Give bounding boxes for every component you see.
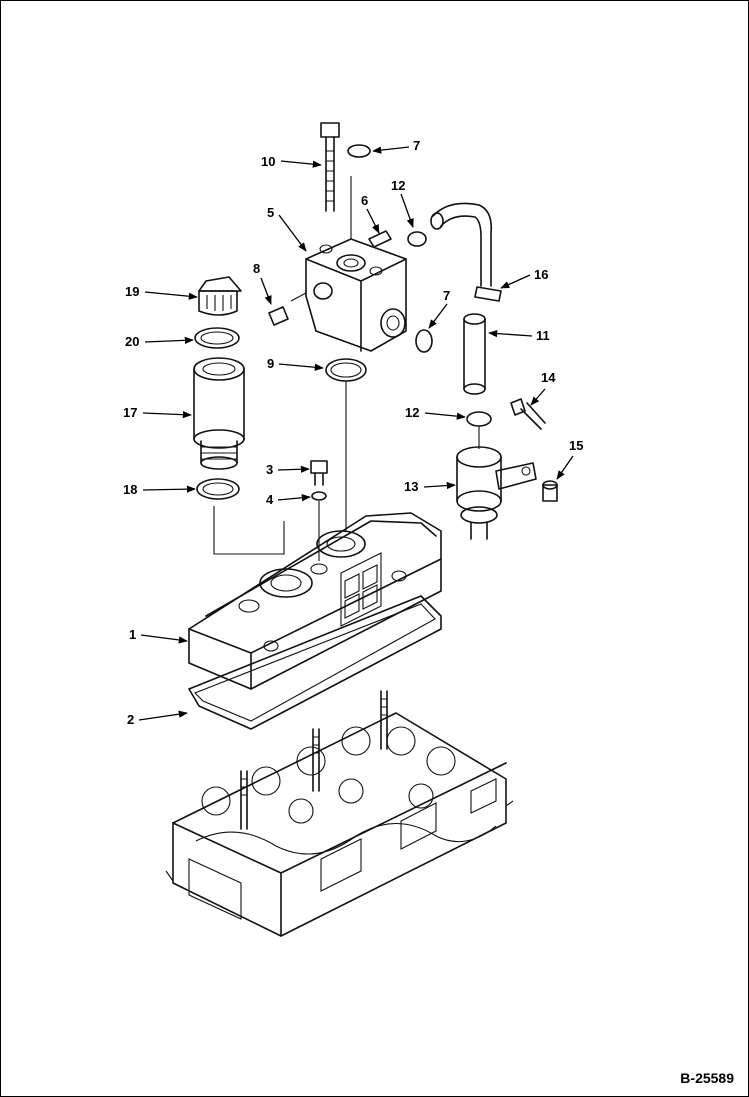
callout-11: 11 [488,328,550,343]
cylinder-head [165,690,514,937]
svg-text:14: 14 [541,370,556,385]
breather-valve-part [456,446,537,540]
svg-text:9: 9 [267,356,274,371]
spacer-collar-part [542,480,558,502]
svg-text:7: 7 [443,288,450,303]
callout-4: 4 [266,492,311,507]
svg-text:12: 12 [391,178,405,193]
callout-5: 5 [267,205,307,252]
svg-text:15: 15 [569,438,583,453]
svg-text:16: 16 [534,267,548,282]
svg-text:2: 2 [127,712,134,727]
svg-text:10: 10 [261,154,275,169]
plug-screw-part [268,306,289,326]
callout-17: 17 [123,405,192,420]
oil-filler-pipe-part [193,357,245,470]
bolt-washer-part [311,491,327,501]
svg-text:6: 6 [361,193,368,208]
callout-7-side: 7 [428,288,450,329]
callout-12-lower: 12 [405,405,466,420]
callout-15: 15 [556,438,583,480]
cover-bolt-part [310,460,328,486]
svg-text:8: 8 [253,261,260,276]
svg-text:20: 20 [125,334,139,349]
svg-text:11: 11 [536,328,550,343]
callout-10: 10 [261,154,322,169]
callout-2: 2 [127,710,188,727]
plug-side-part [415,329,433,353]
long-bolt-part [320,122,340,212]
svg-text:4: 4 [266,492,274,507]
svg-text:1: 1 [129,627,136,642]
plug-top-part [347,144,371,158]
svg-text:18: 18 [123,482,137,497]
callout-16: 16 [500,267,548,289]
svg-text:19: 19 [125,284,139,299]
callout-19: 19 [125,284,198,300]
o-ring-20-part [194,327,240,349]
callout-14: 14 [530,370,556,406]
bracket-bolt-part [510,398,546,430]
breather-case-part [305,230,407,352]
oil-filler-cap-part [198,276,242,316]
svg-text:13: 13 [404,479,418,494]
cylinder-head-cover-part [188,512,442,690]
svg-text:17: 17 [123,405,137,420]
callout-12-top: 12 [391,178,414,228]
callout-20: 20 [125,334,194,349]
svg-text:3: 3 [266,462,273,477]
svg-text:5: 5 [267,205,274,220]
callout-9: 9 [267,356,324,371]
callout-13: 13 [404,479,456,494]
svg-text:12: 12 [405,405,419,420]
bent-hose-part [430,202,502,302]
callout-6: 6 [361,193,380,234]
callout-7-top: 7 [372,138,420,154]
svg-text:7: 7 [413,138,420,153]
clamp-lower-part [466,411,492,427]
callout-18: 18 [123,482,196,497]
clamp-top-part [407,231,427,247]
cover-gasket-part [188,595,442,730]
figure-id: B-25589 [680,1070,734,1086]
breather-hose-part [463,313,486,395]
callout-3: 3 [266,462,310,477]
callout-1: 1 [129,627,188,644]
callout-8: 8 [253,261,272,305]
o-ring-9-part [325,358,367,382]
o-ring-18-part [196,478,240,500]
